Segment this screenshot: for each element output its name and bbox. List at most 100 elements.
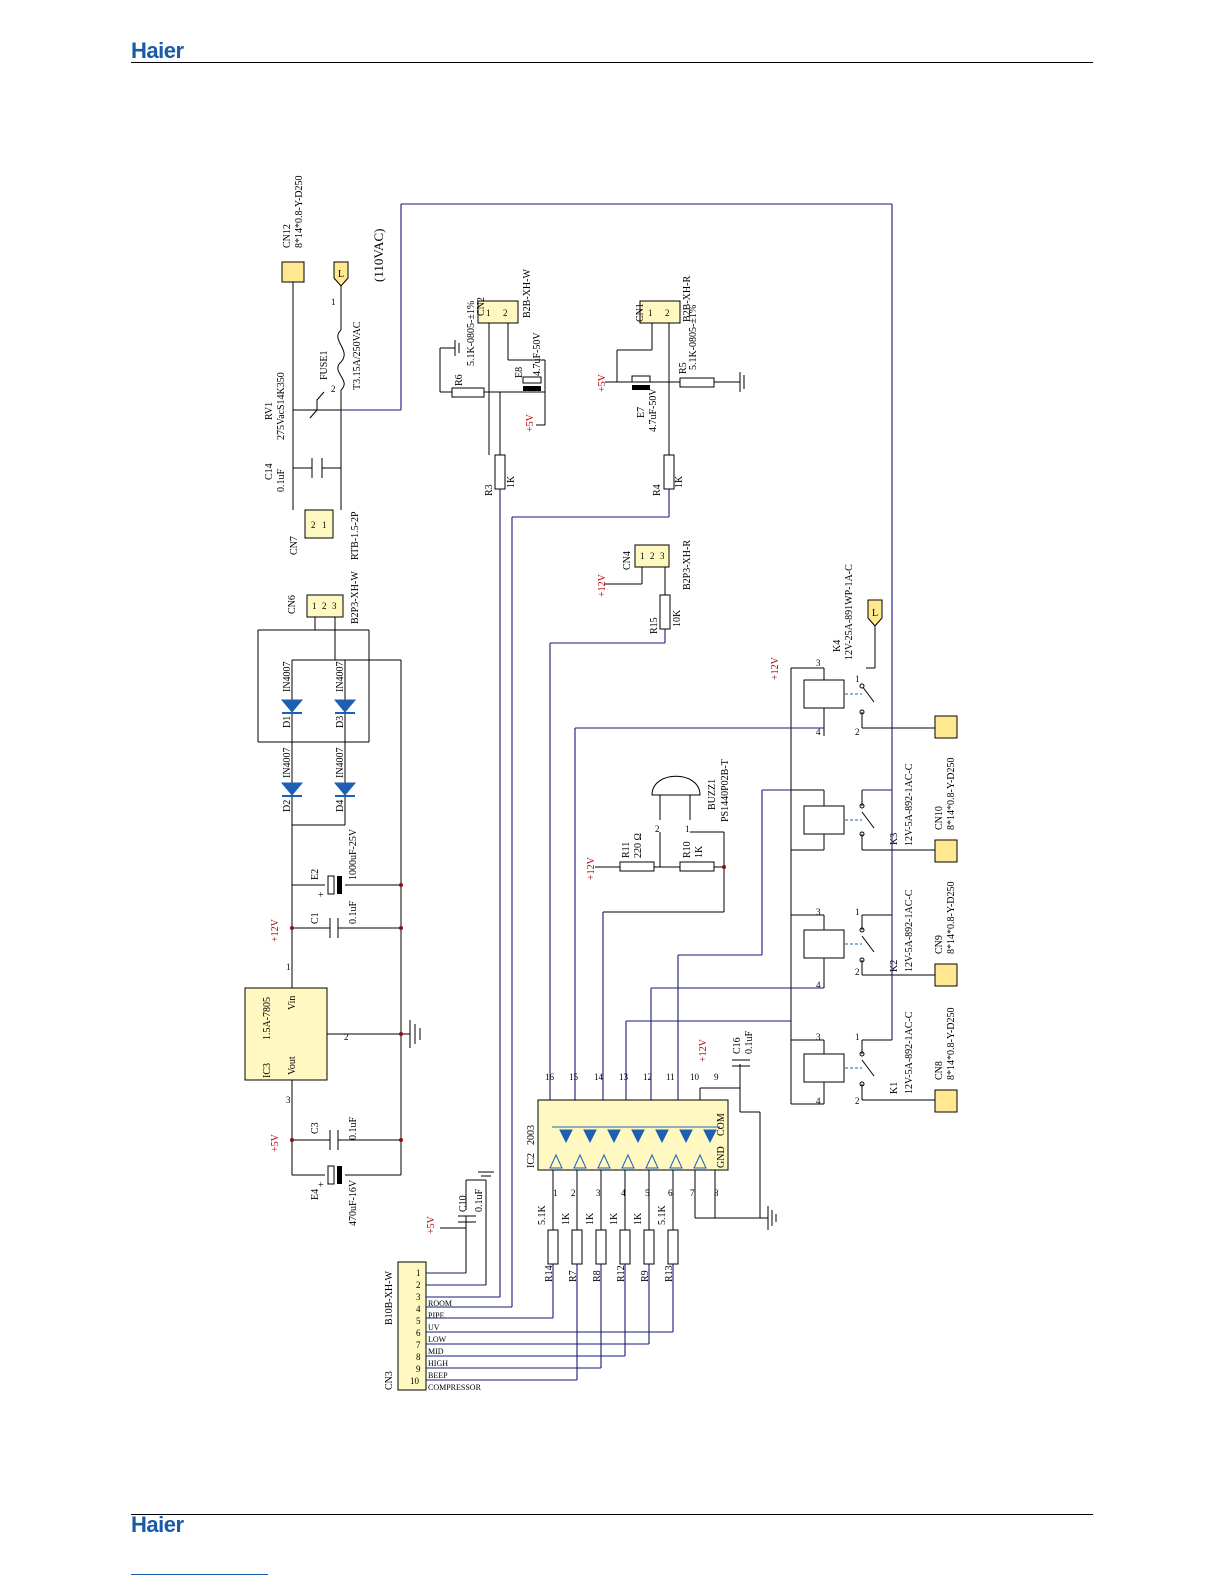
c1-value: 0.1uF: [348, 901, 359, 925]
cn3-ref: CN3: [384, 1371, 395, 1390]
k3-relay: K3 12V-5A-892-1AC-C CN10 8*14*0.8-Y-D250: [762, 758, 958, 863]
k2-ref: K2: [889, 960, 900, 972]
c16-ref: C16: [732, 1037, 743, 1054]
p12v-label-3: +12V: [770, 656, 781, 680]
r13-value: 5.1K: [657, 1205, 668, 1226]
p12v-label-5: +12V: [698, 1038, 709, 1062]
k2-relay: 34 12 K2 12V-5A-892-1AC-C CN9 8*14*0.8-Y…: [651, 882, 958, 990]
r15-ref: R15: [649, 617, 660, 634]
cn8-ref: CN8: [934, 1061, 945, 1080]
svg-text:2: 2: [331, 384, 336, 394]
svg-text:2: 2: [855, 1096, 860, 1106]
r9-value: 1K: [633, 1212, 644, 1225]
ic2-pin-9: 9: [714, 1072, 719, 1082]
c3-ref: C3: [310, 1122, 321, 1134]
ic2-pin-15: 15: [569, 1072, 579, 1082]
e2-value: 1000uF-25V: [348, 828, 359, 880]
cn10-pad: [934, 839, 958, 863]
ic2-pin-12: 12: [643, 1072, 652, 1082]
l-flag-top: [333, 261, 349, 287]
footer-divider: [131, 1514, 1093, 1515]
r4-ref: R4: [652, 484, 663, 496]
e7-value: 4.7uF-50V: [648, 388, 659, 432]
e4-value: 470uF-16V: [348, 1179, 359, 1226]
ic2-pin-5: 5: [645, 1188, 650, 1198]
c16-value: 0.1uF: [744, 1031, 755, 1055]
fuse1-ref: FUSE1: [319, 351, 330, 380]
ic2-top-pins: 16 15 14 13 12 11 10 9: [545, 1072, 719, 1082]
svg-text:1: 1: [640, 551, 645, 561]
c10-value: 0.1uF: [474, 1189, 485, 1213]
k4-output-pad: [934, 715, 958, 739]
ac-input-section: CN12 8*14*0.8-Y-D250 L FUSE1 T3.15A/250V…: [264, 176, 892, 560]
ic2-pin-2: 2: [571, 1188, 576, 1198]
k1-value: 12V-5A-892-1AC-C: [904, 1011, 915, 1094]
header-divider: [131, 62, 1093, 63]
k3-value: 12V-5A-892-1AC-C: [904, 763, 915, 846]
svg-text:2: 2: [650, 551, 655, 561]
cn3-signal-uv: UV: [428, 1323, 440, 1332]
svg-text:1: 1: [855, 1032, 860, 1042]
svg-text:5: 5: [416, 1316, 421, 1326]
p12v-label-2: +12V: [597, 573, 608, 597]
r6-value: 5.1K-0805-±1%: [466, 301, 477, 366]
d2-value: IN4007: [282, 747, 293, 778]
svg-text:4: 4: [816, 980, 821, 990]
cn9-pad: [934, 963, 958, 987]
svg-text:3: 3: [816, 907, 821, 917]
svg-text:+: +: [318, 1180, 324, 1191]
ic2-pin-4: 4: [621, 1188, 626, 1198]
cn1-ref: CN1: [635, 303, 646, 322]
rv1-ref: RV1: [264, 402, 275, 420]
svg-text:1: 1: [286, 962, 291, 972]
cn8-value: 8*14*0.8-Y-D250: [946, 1008, 957, 1081]
svg-text:2: 2: [322, 601, 327, 611]
svg-text:2: 2: [344, 1032, 349, 1042]
ic2-pin-8: 8: [714, 1188, 719, 1198]
ic3-vin: Vin: [287, 996, 298, 1010]
r4-value: 1K: [674, 475, 685, 488]
ic2-gnd: GND: [716, 1146, 727, 1168]
r3-value: 1K: [506, 475, 517, 488]
r14-ref: R14: [544, 1265, 555, 1282]
ic2-ref: IC2: [526, 1153, 537, 1168]
svg-text:3: 3: [660, 551, 665, 561]
cn3-value: B10B-XH-W: [384, 1271, 395, 1325]
cn9-value: 8*14*0.8-Y-D250: [946, 882, 957, 955]
cn12-value: 8*14*0.8-Y-D250: [294, 176, 305, 249]
cn6-ref: CN6: [287, 595, 298, 614]
e4-ref: E4: [310, 1189, 321, 1200]
d1-ref: D1: [282, 716, 293, 728]
r9-ref: R9: [640, 1270, 651, 1282]
svg-text:3: 3: [416, 1292, 421, 1302]
k4-ref: K4: [832, 640, 843, 652]
r7-ref: R7: [568, 1270, 579, 1282]
d2-ref: D2: [282, 800, 293, 812]
ic2-pin-1: 1: [553, 1188, 558, 1198]
c3-value: 0.1uF: [348, 1117, 359, 1141]
cn1-value: B2B-XH-R: [682, 276, 693, 322]
svg-text:1: 1: [322, 520, 327, 530]
svg-text:3: 3: [286, 1095, 291, 1105]
cn3-signal-room: ROOM: [428, 1299, 452, 1308]
ic2-section: IC2 2003 COM GND 16 15 14 13 12 11 10 9 …: [526, 1031, 777, 1230]
p5v-label-4: +5V: [426, 1215, 437, 1234]
ic3-value: 1.5A-7805: [262, 997, 273, 1040]
svg-text:1: 1: [331, 297, 336, 307]
r10-value: 1K: [694, 845, 705, 858]
cn4-value: B2P3-XH-R: [682, 540, 693, 590]
k4-value: 12V-25A-891WP-1A-C: [844, 564, 855, 660]
input-resistors: 5.1K 1K 1K 1K 1K 5.1K R14 R7 R8 R12 R9 R…: [537, 1170, 679, 1380]
r6-ref: R6: [454, 374, 465, 386]
buzz1-value: PS1440P02B-T: [720, 759, 731, 822]
r8-ref: R8: [592, 1270, 603, 1282]
r8-value: 1K: [585, 1212, 596, 1225]
p12v-label-4: +12V: [586, 856, 597, 880]
svg-text:2: 2: [416, 1280, 421, 1290]
ic3-vout: Vout: [287, 1056, 298, 1075]
ic2-value: 2003: [526, 1125, 537, 1145]
cn9-ref: CN9: [934, 935, 945, 954]
